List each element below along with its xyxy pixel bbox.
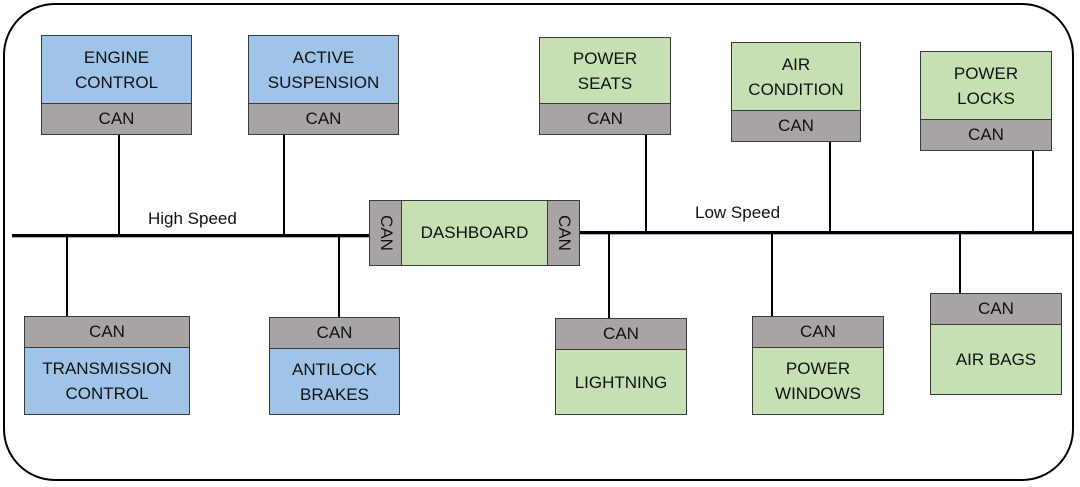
node-label: AIR CONDITION [748, 54, 844, 99]
node-power-locks: POWER LOCKS CAN [920, 51, 1052, 151]
can-block: CAN [753, 317, 883, 348]
low-speed-label: Low Speed [695, 203, 781, 222]
can-label: CAN [376, 215, 396, 251]
can-block: CAN [42, 103, 191, 134]
wire-power-seats [645, 134, 647, 233]
node-air-condition: AIR CONDITION CAN [731, 42, 861, 142]
wire-transmission-control [66, 236, 68, 317]
wire-antilock-brakes [338, 236, 340, 318]
wire-lightning [608, 233, 610, 319]
dashboard-can-right: CAN [547, 201, 579, 265]
node-label: ANTILOCK BRAKES [291, 359, 378, 404]
can-block: CAN [921, 119, 1051, 150]
node-label: TRANSMISSION CONTROL [42, 359, 172, 403]
node-label: ENGINE CONTROL [74, 47, 159, 92]
can-block: CAN [540, 103, 670, 134]
node-label: LIGHTNING [574, 372, 668, 392]
node-label: AIR BAGS [955, 350, 1037, 369]
can-block: CAN [25, 317, 189, 348]
node-air-bags: CAN AIR BAGS [930, 293, 1062, 395]
dashboard-label: DASHBOARD [420, 223, 529, 242]
can-block: CAN [249, 103, 398, 134]
node-lightning: CAN LIGHTNING [555, 318, 687, 415]
wire-active-suspension [283, 133, 285, 235]
low-speed-bus [580, 231, 1072, 235]
can-block: CAN [732, 110, 860, 141]
dashboard-gateway: CAN DASHBOARD CAN [369, 200, 580, 266]
high-speed-label: High Speed [148, 209, 237, 228]
node-transmission-control: CAN TRANSMISSION CONTROL [24, 316, 190, 415]
node-antilock-brakes: CAN ANTILOCK BRAKES [269, 317, 400, 415]
node-active-suspension: ACTIVE SUSPENSION CAN [248, 35, 399, 135]
wire-air-condition [829, 141, 831, 233]
wire-engine-control [118, 133, 120, 235]
dashboard-can-left: CAN [370, 201, 402, 265]
node-power-seats: POWER SEATS CAN [539, 37, 671, 135]
wire-power-locks [1032, 150, 1034, 233]
can-block: CAN [556, 319, 686, 350]
node-label: POWER LOCKS [953, 63, 1019, 108]
high-speed-bus [12, 234, 369, 238]
diagram-frame [3, 3, 1074, 481]
node-power-windows: CAN POWER WINDOWS [752, 316, 884, 415]
wire-power-windows [771, 233, 773, 318]
can-block: CAN [931, 294, 1061, 325]
node-label: ACTIVE SUSPENSION [267, 47, 380, 92]
node-label: POWER SEATS [572, 48, 638, 93]
node-label: POWER WINDOWS [775, 359, 861, 403]
wire-air-bags [959, 233, 961, 295]
can-block: CAN [270, 318, 399, 349]
can-label: CAN [554, 215, 574, 251]
node-engine-control: ENGINE CONTROL CAN [41, 35, 192, 135]
